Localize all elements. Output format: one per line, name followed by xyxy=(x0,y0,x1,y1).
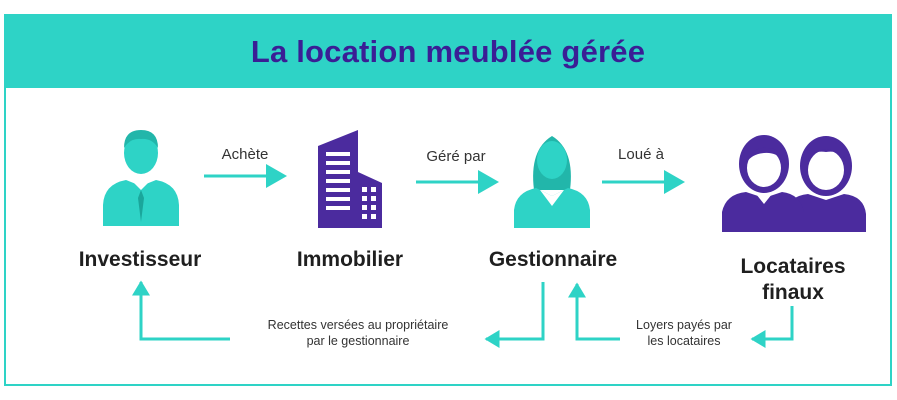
edge-label-gere-par: Géré par xyxy=(426,148,486,165)
arrow-locataires-loyers xyxy=(750,306,794,348)
node-label-immobilier: Immobilier xyxy=(296,248,404,271)
note-loyers-line2: les locataires xyxy=(647,334,721,348)
note-loyers-line1: Loyers payés par xyxy=(636,318,732,332)
node-label-investisseur: Investisseur xyxy=(78,248,202,271)
arrow-recettes-to-investisseur xyxy=(132,280,230,341)
title-banner: La location meublée gérée xyxy=(6,16,890,88)
woman-icon xyxy=(514,136,590,228)
man-icon xyxy=(103,130,179,226)
note-recettes: Recettes versées au propriétaire par le … xyxy=(226,317,490,349)
node-label-locataires-line1: Locataires xyxy=(740,255,846,278)
edge-label-achete: Achète xyxy=(221,146,269,163)
arrow-gestionnaire-recettes xyxy=(484,282,545,348)
note-loyers: Loyers payés par les locataires xyxy=(614,317,754,349)
tenants-icon xyxy=(722,135,866,232)
arrow-loyers-to-gestionnaire xyxy=(568,282,620,341)
note-recettes-line1: Recettes versées au propriétaire xyxy=(267,318,449,332)
node-label-locataires-line2: finaux xyxy=(762,281,824,304)
building-icon xyxy=(318,130,382,228)
node-label-gestionnaire: Gestionnaire xyxy=(488,248,618,271)
note-recettes-line2: par le gestionnaire xyxy=(306,334,410,348)
diagram-frame: La location meublée gérée xyxy=(4,14,892,386)
node-label-locataires: Locataires finaux xyxy=(718,254,868,306)
page-title: La location meublée gérée xyxy=(250,34,646,69)
edge-label-loue-a: Loué à xyxy=(618,146,664,163)
